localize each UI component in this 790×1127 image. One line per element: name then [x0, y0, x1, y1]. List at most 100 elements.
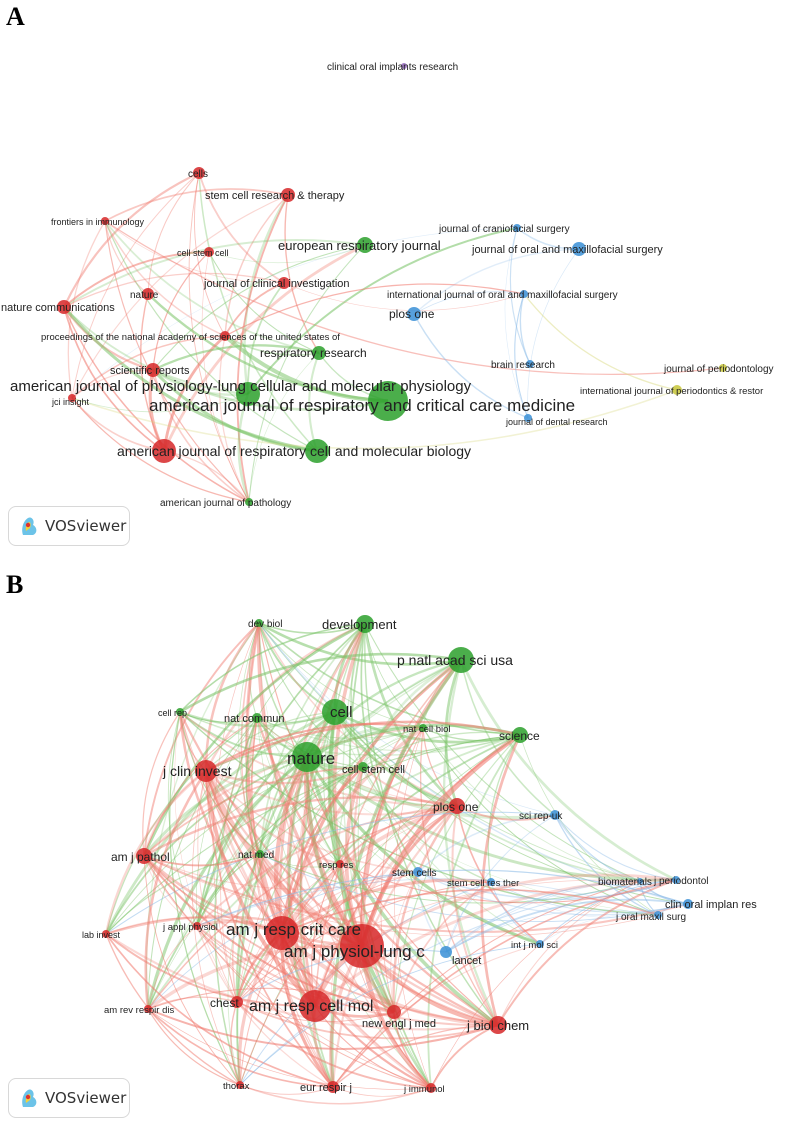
network-node[interactable]: [102, 930, 110, 938]
node-label[interactable]: science: [499, 729, 540, 743]
network-node[interactable]: [146, 363, 160, 377]
network-node[interactable]: [142, 288, 154, 300]
network-node[interactable]: [413, 867, 423, 877]
node-label[interactable]: new engl j med: [362, 1018, 436, 1030]
node-label[interactable]: journal of dental research: [505, 417, 608, 427]
network-node[interactable]: [520, 290, 528, 298]
network-node[interactable]: [572, 242, 586, 256]
network-node[interactable]: [255, 619, 263, 627]
network-node[interactable]: [654, 911, 662, 919]
network-node[interactable]: [550, 810, 560, 820]
network-node[interactable]: [513, 224, 521, 232]
network-node[interactable]: [152, 439, 176, 463]
network-node[interactable]: [252, 713, 262, 723]
network-node[interactable]: [526, 360, 534, 368]
node-label[interactable]: j appl physiol: [162, 922, 218, 933]
network-node[interactable]: [512, 727, 528, 743]
network-node[interactable]: [322, 699, 348, 725]
node-label[interactable]: european respiratory journal: [278, 238, 441, 253]
node-label[interactable]: frontiers in immunology: [51, 217, 145, 227]
network-node[interactable]: [193, 922, 201, 930]
node-label[interactable]: journal of periodontology: [663, 364, 774, 375]
node-label[interactable]: american journal of pathology: [160, 498, 291, 509]
node-label[interactable]: j immunol: [403, 1084, 445, 1095]
node-label[interactable]: nat commun: [224, 713, 285, 725]
network-node[interactable]: [176, 708, 184, 716]
node-label[interactable]: nat med: [238, 850, 274, 861]
network-node[interactable]: [136, 848, 152, 864]
node-label[interactable]: lancet: [452, 955, 481, 967]
network-node[interactable]: [336, 860, 344, 868]
network-node[interactable]: [683, 899, 693, 909]
node-label[interactable]: chest: [210, 996, 239, 1010]
node-label[interactable]: journal of craniofacial surgery: [438, 224, 570, 235]
node-label[interactable]: cell: [330, 704, 353, 721]
network-node[interactable]: [265, 916, 299, 950]
node-label[interactable]: american journal of physiology-lung cell…: [10, 378, 472, 395]
node-label[interactable]: j biol chem: [466, 1018, 529, 1033]
node-label[interactable]: cell stem cell: [177, 248, 229, 258]
network-node[interactable]: [449, 798, 465, 814]
node-label[interactable]: cells: [188, 169, 208, 180]
node-label[interactable]: am rev respir dis: [104, 1005, 174, 1016]
node-label[interactable]: proceedings of the national academy of s…: [41, 332, 340, 343]
node-label[interactable]: clin oral implan res: [665, 899, 757, 911]
network-node[interactable]: [57, 300, 71, 314]
network-node[interactable]: [281, 188, 295, 202]
node-label[interactable]: brain research: [491, 360, 555, 371]
network-node[interactable]: [245, 498, 253, 506]
node-label[interactable]: development: [322, 617, 397, 632]
network-node[interactable]: [637, 878, 643, 884]
network-node[interactable]: [236, 1081, 244, 1089]
network-node[interactable]: [327, 1081, 339, 1093]
node-label[interactable]: stem cell research & therapy: [205, 190, 345, 202]
node-label[interactable]: p natl acad sci usa: [397, 652, 513, 668]
network-node[interactable]: [440, 946, 452, 958]
network-node[interactable]: [195, 760, 217, 782]
network-node[interactable]: [672, 385, 682, 395]
network-node[interactable]: [231, 996, 243, 1008]
node-label[interactable]: cell stem cell: [342, 764, 405, 776]
node-label[interactable]: respiratory research: [260, 346, 367, 360]
node-label[interactable]: international journal of oral and maxill…: [387, 290, 618, 301]
node-label[interactable]: american journal of respiratory and crit…: [149, 396, 575, 415]
network-node[interactable]: [312, 346, 326, 360]
node-label[interactable]: lab invest: [82, 930, 121, 940]
network-node[interactable]: [358, 762, 368, 772]
node-label[interactable]: j oral maxil surg: [615, 912, 686, 923]
network-node[interactable]: [144, 1005, 152, 1013]
network-node[interactable]: [487, 878, 495, 886]
node-label[interactable]: eur respir j: [300, 1082, 352, 1094]
network-node[interactable]: [719, 364, 727, 372]
network-node[interactable]: [68, 394, 76, 402]
network-node[interactable]: [448, 647, 474, 673]
node-label[interactable]: nature: [130, 290, 159, 301]
node-label[interactable]: journal of clinical investigation: [203, 278, 350, 290]
node-label[interactable]: scientific reports: [110, 365, 190, 377]
network-node[interactable]: [292, 742, 322, 772]
node-label[interactable]: thorax: [223, 1081, 250, 1092]
network-node[interactable]: [401, 63, 407, 69]
network-node[interactable]: [489, 1016, 507, 1034]
node-label[interactable]: nat cell biol: [403, 724, 451, 735]
network-node[interactable]: [340, 924, 384, 968]
network-node[interactable]: [672, 876, 680, 884]
network-node[interactable]: [256, 850, 264, 858]
network-node[interactable]: [357, 237, 373, 253]
node-label[interactable]: am j pathol: [111, 850, 170, 864]
node-label[interactable]: j clin invest: [162, 763, 232, 779]
network-node[interactable]: [356, 615, 374, 633]
node-label[interactable]: biomaterials: [598, 877, 652, 888]
network-node[interactable]: [407, 307, 421, 321]
network-node[interactable]: [236, 382, 260, 406]
network-node[interactable]: [368, 381, 408, 421]
node-label[interactable]: clinical oral implants research: [327, 62, 458, 73]
node-label[interactable]: am j resp crit care: [226, 920, 361, 939]
network-node[interactable]: [278, 277, 290, 289]
node-label[interactable]: stem cells: [392, 868, 436, 879]
network-node[interactable]: [524, 414, 532, 422]
network-node[interactable]: [426, 1083, 436, 1093]
node-label[interactable]: cell rep: [158, 708, 187, 718]
node-label[interactable]: sci rep-uk: [519, 811, 563, 822]
network-node[interactable]: [419, 724, 427, 732]
